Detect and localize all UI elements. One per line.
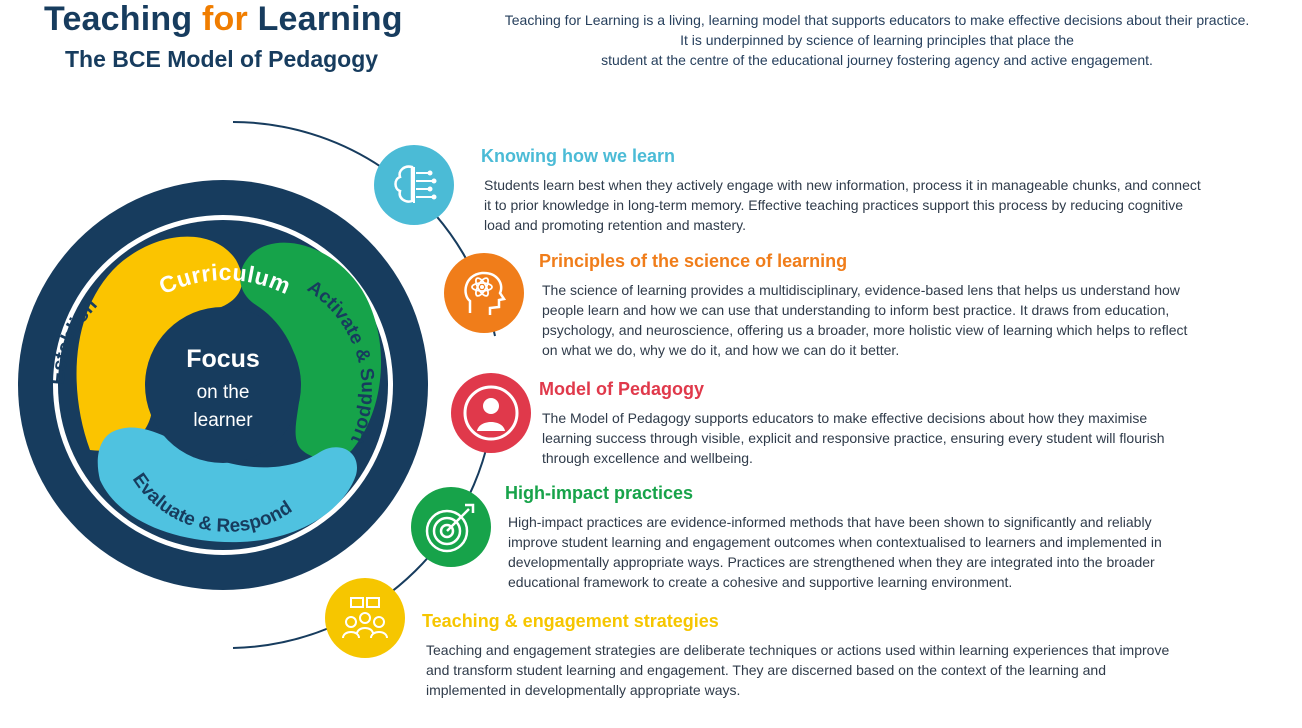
section-body-line: educational framework to create a cohesi…	[508, 574, 1013, 590]
section-body-line: Teaching and engagement strategies are d…	[426, 642, 1170, 658]
title-part-learning: Learning	[247, 0, 403, 38]
target-icon	[411, 487, 491, 567]
section-high-impact-practices: High-impact practices High-impact practi…	[505, 483, 1162, 592]
section-body-line: psychology, and neuroscience, offering u…	[542, 322, 1188, 338]
section-body-line: it to prior knowledge in long-term memor…	[484, 197, 1184, 213]
section-body-line: on what we do, why we do it, and how we …	[542, 342, 900, 358]
group-collaboration-icon	[325, 578, 405, 658]
section-body-line: and transform student learning and engag…	[426, 662, 1106, 678]
brain-circuit-icon	[374, 145, 454, 225]
section-body-line: implemented in developmentally appropria…	[426, 682, 741, 698]
section-title: Principles of the science of learning	[539, 251, 848, 271]
section-body-line: through excellence and wellbeing.	[542, 450, 753, 466]
intro-line: student at the centre of the educational…	[601, 52, 1153, 68]
title-part-teaching: Teaching	[44, 0, 202, 38]
section-body-line: The science of learning provides a multi…	[542, 282, 1180, 298]
center-title: Focus	[186, 345, 260, 373]
intro-line: Teaching for Learning is a living, learn…	[504, 12, 1250, 28]
section-knowing-how-we-learn: Knowing how we learn Students learn best…	[481, 146, 1201, 235]
evaluate-respond-segment	[97, 427, 358, 543]
section-title: Model of Pedagogy	[539, 379, 705, 399]
section-body: The Model of Pedagogy supports educators…	[542, 408, 1165, 468]
section-body-line: The Model of Pedagogy supports educators…	[542, 410, 1148, 426]
section-title: Knowing how we learn	[481, 146, 676, 166]
section-teaching-engagement-strategies: Teaching & engagement strategies Teachin…	[422, 611, 1169, 700]
intro-text: Teaching for Learning is a living, learn…	[462, 10, 1292, 70]
head-atom-icon	[444, 253, 524, 333]
focus-center-circle	[145, 307, 301, 463]
section-body-line: Students learn best when they actively e…	[484, 177, 1201, 193]
section-body-line: High-impact practices are evidence-infor…	[508, 514, 1152, 530]
center-line-2: learner	[193, 410, 253, 431]
section-body-line: people learn and how we can use that und…	[542, 302, 1170, 318]
activate-support-segment	[240, 242, 382, 460]
center-line-1: on the	[197, 382, 250, 403]
section-body-line: improve student learning and engagement …	[508, 534, 1162, 550]
section-body: Students learn best when they actively e…	[484, 175, 1201, 235]
section-body: High-impact practices are evidence-infor…	[508, 512, 1162, 592]
title-accent-for: for	[201, 0, 248, 38]
person-icon	[451, 373, 531, 453]
section-body-line: load and promoting retention and mastery…	[484, 217, 747, 233]
pedagogy-model-diagram: Curriculum Establish Activate & Support …	[18, 121, 496, 649]
section-model-of-pedagogy: Model of Pedagogy The Model of Pedagogy …	[539, 379, 1165, 468]
page-subtitle: The BCE Model of Pedagogy	[65, 46, 379, 72]
section-title: Teaching & engagement strategies	[422, 611, 719, 631]
section-title: High-impact practices	[505, 483, 694, 503]
section-body: The science of learning provides a multi…	[542, 280, 1187, 360]
section-body-line: developmentally appropriate ways. Practi…	[508, 554, 1155, 570]
section-body-line: learning success through visible, explic…	[542, 430, 1165, 446]
section-body: Teaching and engagement strategies are d…	[426, 640, 1169, 700]
page-title: Teaching for Learning	[44, 0, 403, 39]
section-principles-science-of-learning: Principles of the science of learning Th…	[539, 251, 1187, 360]
intro-line: It is underpinned by science of learning…	[680, 32, 1074, 48]
